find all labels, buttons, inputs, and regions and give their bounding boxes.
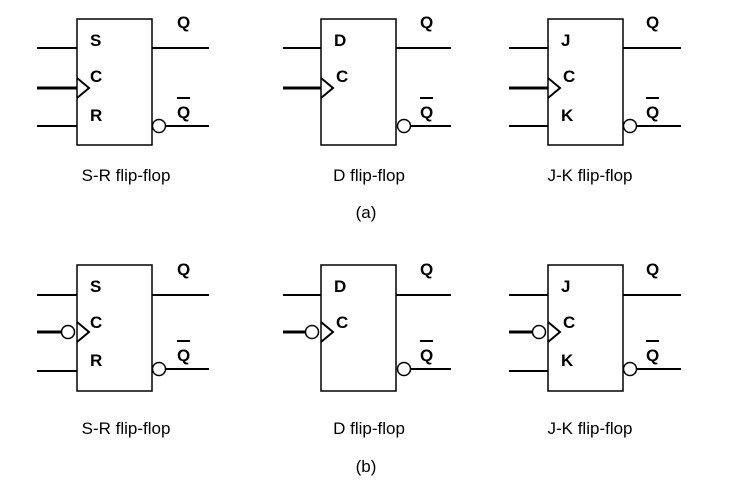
pin-label-r: R xyxy=(90,106,102,125)
q-label: Q xyxy=(646,13,659,32)
flipflop-box xyxy=(547,18,624,146)
flipflop-box xyxy=(76,18,153,146)
pin-label-j: J xyxy=(561,31,570,50)
qbar-label: Q xyxy=(646,346,659,365)
flipflop-box xyxy=(76,264,153,392)
pin-label-r: R xyxy=(90,351,102,370)
pin-label-d: D xyxy=(334,277,346,296)
row-label: (b) xyxy=(356,457,377,476)
q-label: Q xyxy=(177,13,190,32)
sr-flipflop-a: S C R Q Q S-R flip-flop xyxy=(37,13,209,185)
clock-triangle xyxy=(320,77,335,99)
qbar-inversion-bubble xyxy=(396,118,412,134)
pin-label-k: K xyxy=(561,106,574,125)
pin-label-c: C xyxy=(90,313,102,332)
pin-label-c: C xyxy=(563,313,575,332)
flipflop-caption: D flip-flop xyxy=(333,419,405,438)
clock-inversion-bubble xyxy=(304,324,320,340)
pin-label-c: C xyxy=(563,67,575,86)
pin-label-c: C xyxy=(90,67,102,86)
pin-label-s: S xyxy=(90,31,101,50)
pin-label-k: K xyxy=(561,351,574,370)
clock-inversion-bubble xyxy=(531,324,547,340)
pin-label-s: S xyxy=(90,277,101,296)
d-flipflop-a: D C Q Q D flip-flop xyxy=(283,13,451,185)
d-flipflop-b: D C Q Q D flip-flop xyxy=(283,260,451,438)
qbar-inversion-bubble xyxy=(396,361,412,377)
row-a: S C R Q Q S-R flip-flop D C Q Q D flip-f xyxy=(37,13,681,222)
q-label: Q xyxy=(420,13,433,32)
flipflop-box xyxy=(547,264,624,392)
clock-triangle xyxy=(320,321,335,343)
clock-triangle xyxy=(547,77,562,99)
flipflop-caption: D flip-flop xyxy=(333,166,405,185)
q-label: Q xyxy=(420,260,433,279)
qbar-label: Q xyxy=(646,103,659,122)
row-b: S C R Q Q S-R flip-flop D C Q Q D xyxy=(37,260,681,476)
sr-flipflop-b: S C R Q Q S-R flip-flop xyxy=(37,260,209,438)
pin-label-j: J xyxy=(561,277,570,296)
qbar-label: Q xyxy=(420,346,433,365)
flipflop-caption: J-K flip-flop xyxy=(547,419,632,438)
clock-inversion-bubble xyxy=(60,324,76,340)
q-label: Q xyxy=(177,260,190,279)
row-label: (a) xyxy=(356,203,377,222)
flipflop-box xyxy=(320,264,397,392)
jk-flipflop-a: J C K Q Q J-K flip-flop xyxy=(509,13,681,185)
jk-flipflop-b: J C K Q Q J-K flip-flop xyxy=(509,260,681,438)
qbar-label: Q xyxy=(177,346,190,365)
clock-triangle xyxy=(76,77,91,99)
flipflop-caption: J-K flip-flop xyxy=(547,166,632,185)
clock-triangle xyxy=(76,321,91,343)
flipflop-box xyxy=(320,18,397,146)
clock-triangle xyxy=(547,321,562,343)
qbar-inversion-bubble xyxy=(622,361,638,377)
flipflop-caption: S-R flip-flop xyxy=(82,419,171,438)
qbar-inversion-bubble xyxy=(151,361,167,377)
flipflop-caption: S-R flip-flop xyxy=(82,166,171,185)
pin-label-c: C xyxy=(336,67,348,86)
pin-label-d: D xyxy=(334,31,346,50)
qbar-inversion-bubble xyxy=(151,118,167,134)
qbar-label: Q xyxy=(420,103,433,122)
q-label: Q xyxy=(646,260,659,279)
pin-label-c: C xyxy=(336,313,348,332)
qbar-label: Q xyxy=(177,103,190,122)
qbar-inversion-bubble xyxy=(622,118,638,134)
